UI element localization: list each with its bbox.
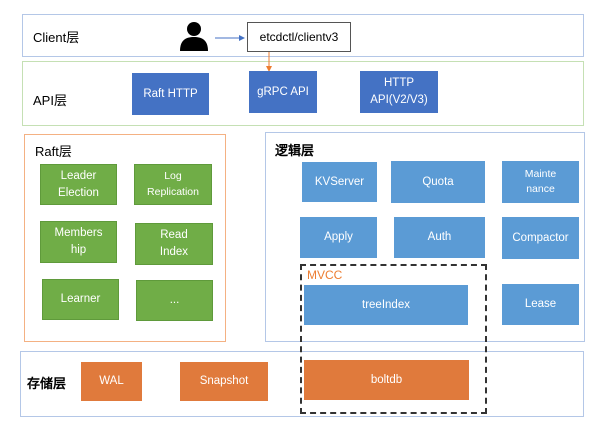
logic-layer-label: 逻辑层 (275, 143, 315, 158)
raft-box-learner: Learner (42, 279, 119, 320)
mvcc-label: MVCC (307, 268, 343, 282)
storage-box-boltdb: boltdb (304, 360, 469, 400)
logic-box-compactor: Compactor (502, 217, 579, 259)
raft-box-leader-election: Leader Election (40, 164, 117, 205)
client-to-grpc-arrow (264, 52, 274, 72)
mvcc-region (300, 264, 487, 414)
storage-box-wal: WAL (81, 362, 142, 401)
logic-box-quota: Quota (391, 161, 485, 203)
logic-box-apply: Apply (300, 217, 377, 258)
storage-layer-label: 存储层 (27, 376, 67, 391)
user-icon (178, 20, 210, 52)
raft-box-read-index: Read Index (135, 223, 213, 265)
logic-box-kvserver: KVServer (302, 162, 377, 202)
client-layer-label: Client层 (33, 30, 80, 45)
api-layer-label: API层 (33, 93, 67, 108)
client-arrow (215, 30, 245, 41)
storage-box-snapshot: Snapshot (180, 362, 268, 401)
raft-layer-label: Raft层 (35, 144, 72, 159)
logic-box-maintenance: Mainte nance (502, 161, 579, 203)
raft-box-membership: Members hip (40, 221, 117, 263)
raft-box-log-replication: Log Replication (134, 164, 212, 205)
logic-box-lease: Lease (502, 284, 579, 325)
mvcc-box-treeindex: treeIndex (304, 285, 468, 325)
logic-box-auth: Auth (394, 217, 485, 258)
api-box-http: HTTP API(V2/V3) (360, 71, 438, 113)
client-box: etcdctl/clientv3 (247, 22, 351, 52)
raft-box-more: ... (136, 280, 213, 321)
api-box-raft-http: Raft HTTP (132, 73, 209, 115)
api-box-grpc: gRPC API (249, 71, 317, 113)
